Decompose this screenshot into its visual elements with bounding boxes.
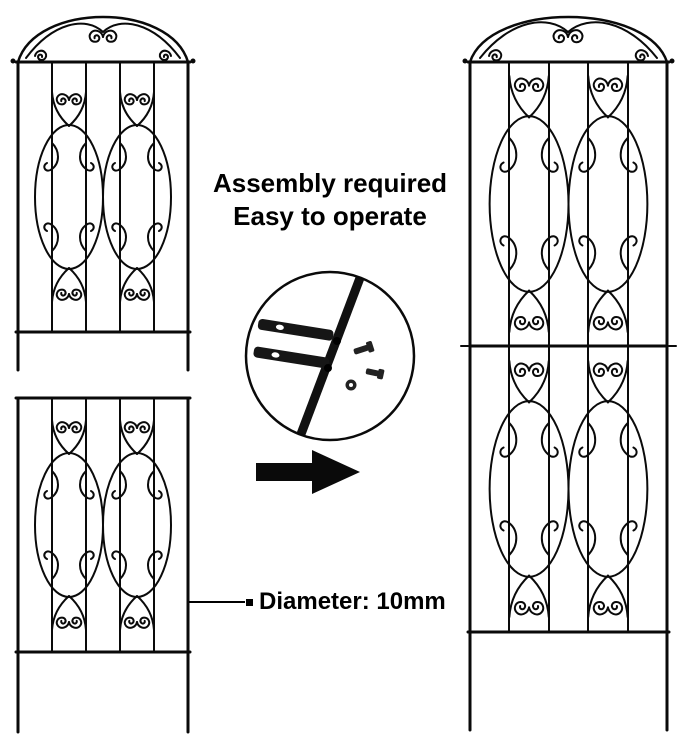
callout-dot	[246, 598, 253, 606]
bolt-icon	[365, 368, 385, 380]
trellis-bottom-section	[8, 392, 198, 740]
assembly-note-line2: Easy to operate	[233, 201, 427, 231]
hardware-detail-inset	[242, 268, 418, 449]
callout-line	[189, 601, 245, 603]
trellis-top-section-graphic	[10, 15, 196, 372]
assembly-arrow	[256, 448, 364, 501]
scroll-ornament	[35, 92, 171, 302]
scroll-ornament-bottom	[490, 361, 648, 617]
arch-scrollwork	[462, 15, 675, 64]
arch-scrollwork	[10, 15, 196, 64]
magnifier-circle	[244, 270, 416, 442]
trellis-assembled-graphic	[460, 15, 677, 732]
frame-and-bars	[14, 396, 192, 734]
diameter-label: Diameter: 10mm	[259, 588, 446, 615]
trellis-bottom-section-graphic	[14, 396, 192, 734]
hardware-detail-graphic	[244, 270, 416, 442]
diameter-callout: Diameter: 10mm	[189, 588, 446, 616]
scroll-ornament-top	[490, 76, 648, 332]
assembly-note-line1: Assembly required	[212, 168, 448, 198]
assembly-note: Assembly required Easy to operate	[205, 167, 455, 233]
trellis-bar-detail	[293, 272, 368, 440]
frame-and-bars	[14, 60, 192, 372]
bolt-head-icon	[333, 337, 341, 345]
scroll-ornament	[35, 420, 171, 630]
trellis-assembled	[460, 4, 677, 740]
bolt-icon	[353, 340, 375, 355]
connector-straps	[253, 319, 334, 369]
right-arrow-icon	[256, 450, 360, 494]
nut-icon	[345, 379, 357, 391]
hardware-detail-contents	[253, 272, 385, 440]
bolt-head-icon	[324, 364, 332, 372]
frame-and-bars	[466, 60, 671, 732]
trellis-top-section	[8, 4, 198, 377]
